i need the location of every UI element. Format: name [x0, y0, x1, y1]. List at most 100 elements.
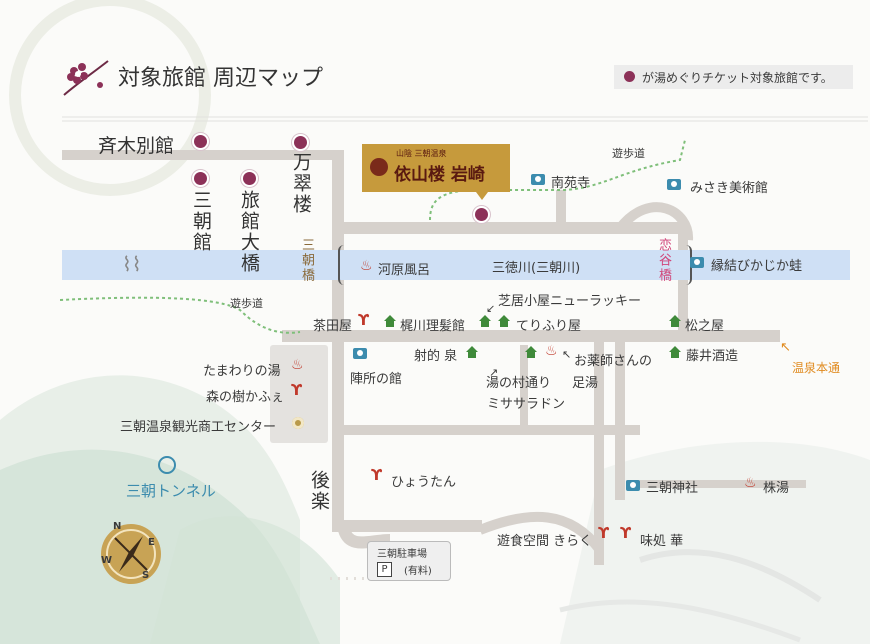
landmark-okusushi[interactable]: お薬師さんの — [574, 354, 653, 369]
compass-w: W — [101, 555, 113, 566]
car-icon — [158, 456, 176, 474]
river-name: 三徳川(三朝川) — [492, 261, 581, 276]
compass-n: N — [113, 521, 122, 532]
ryokan-saiki-label: 斉木別館 — [98, 135, 175, 157]
landmark-kankou-center[interactable]: 三朝温泉観光商工センター — [120, 420, 277, 435]
road — [615, 335, 625, 500]
landmark-tunnel[interactable]: 三朝トンネル — [126, 482, 216, 500]
landmark-misasa-radon[interactable]: ミササラドン — [487, 397, 566, 412]
landmark-kawara-buro[interactable]: 河原風呂 — [378, 263, 431, 278]
onsen-icon: ♨ — [291, 357, 304, 373]
parking-note: (有料) — [404, 566, 432, 577]
street-yunomura: 湯の村通り — [486, 376, 552, 391]
house-icon — [479, 315, 491, 327]
ryokan-iwasaki-dot[interactable] — [475, 208, 488, 221]
shop-fujii-saketen[interactable]: 藤井酒造 — [686, 349, 739, 364]
camera-icon — [667, 179, 681, 190]
road — [678, 230, 688, 340]
shop-matsunoya[interactable]: 松之屋 — [685, 319, 725, 334]
landmark-shibai-goya[interactable]: 芝居小屋ニューラッキー — [498, 294, 642, 309]
road — [332, 520, 482, 532]
iwasaki-signboard[interactable]: 山陰 三朝温泉 依山楼 岩崎 — [362, 144, 510, 192]
landmark-enmusubi[interactable]: 縁結びかじか蛙 — [711, 259, 803, 274]
ryokan-ohashi-dot[interactable] — [243, 172, 256, 185]
arrow-icon: ↙ — [486, 302, 496, 315]
landmark-kabuyu[interactable]: 株湯 — [763, 481, 790, 496]
landmark-misasa-jinja[interactable]: 三朝神社 — [646, 481, 699, 496]
house-icon — [669, 346, 681, 358]
ryokan-misasakan-label: 三朝館 — [190, 190, 212, 253]
ryokan-bansuirou-dot[interactable] — [294, 136, 307, 149]
arrow-icon: ↖ — [562, 348, 572, 361]
compass-icon — [101, 524, 161, 584]
ryokan-misasakan-dot[interactable] — [194, 172, 207, 185]
parking-box[interactable]: 三朝駐車場 P (有料) — [367, 541, 451, 581]
landmark-jinsho[interactable]: 陣所の館 — [350, 372, 403, 387]
arrow-icon: ↗ — [489, 366, 499, 379]
walkway-label-north: 遊歩道 — [612, 147, 645, 160]
landmark-misaki-museum[interactable]: みさき美術館 — [690, 181, 769, 196]
shop-hyoutan[interactable]: ひょうたん — [391, 475, 457, 490]
iwasaki-name: 依山楼 岩崎 — [394, 165, 485, 185]
restaurant-icon: ϒ — [358, 311, 370, 329]
shop-chadaya[interactable]: 茶田屋 — [313, 319, 353, 334]
road — [520, 345, 528, 425]
street-onsen-hondori: 温泉本通 — [792, 361, 841, 375]
camera-icon — [531, 174, 545, 185]
walking-path — [60, 140, 686, 334]
iwasaki-sub-label: 山陰 三朝温泉 — [396, 149, 447, 158]
house-icon — [384, 315, 396, 327]
house-icon — [525, 346, 537, 358]
house-icon — [498, 315, 510, 327]
road — [340, 222, 685, 234]
house-icon — [669, 315, 681, 327]
road — [282, 330, 780, 342]
landmark-morinoki[interactable]: 森の樹かふぇ — [206, 390, 285, 405]
legend-text: が湯めぐりチケット対象旅館です。 — [642, 71, 833, 85]
ryokan-bansuirou-label: 万翠楼 — [290, 152, 312, 215]
road — [594, 335, 604, 565]
road — [340, 425, 640, 435]
camera-icon — [353, 348, 367, 359]
shop-kajikawa[interactable]: 梶川理髪館 — [400, 319, 466, 334]
bridge-misasa: 三朝橋 — [299, 238, 314, 283]
road-curves — [330, 202, 693, 580]
legend-dot-icon — [624, 71, 635, 82]
shop-terifuriya[interactable]: てりふり屋 — [516, 319, 582, 334]
camera-icon — [690, 257, 704, 268]
road — [556, 190, 566, 226]
bridge-koidani: 恋谷橋 — [656, 238, 671, 283]
ryokan-saiki-dot[interactable] — [194, 135, 207, 148]
arrow-icon: ↖ — [780, 340, 791, 355]
plum-blossom-icon — [63, 60, 109, 96]
area-goraku: 後楽 — [308, 470, 330, 512]
iwasaki-crest-icon — [370, 158, 388, 176]
road — [626, 480, 806, 488]
walkway-label-west: 遊歩道 — [230, 297, 263, 310]
house-icon — [466, 346, 478, 358]
shop-ajidokoro[interactable]: 味処 華 — [640, 534, 684, 549]
road — [62, 150, 342, 160]
landmark-ashiyu[interactable]: 足湯 — [572, 376, 599, 391]
legend-box: が湯めぐりチケット対象旅館です。 — [614, 65, 853, 89]
landmark-nanenji[interactable]: 南苑寺 — [551, 176, 591, 191]
onsen-icon: ♨ — [744, 475, 757, 491]
restaurant-icon: ϒ — [371, 466, 383, 484]
landmark-tamawari[interactable]: たまわりの湯 — [203, 364, 281, 379]
parking-name: 三朝駐車場 — [377, 549, 427, 560]
restaurant-icon: ϒ — [291, 381, 303, 399]
map-title: 対象旅館 周辺マップ — [118, 66, 323, 91]
info-icon — [292, 417, 304, 429]
camera-icon — [626, 480, 640, 491]
signboard-pointer — [476, 192, 488, 200]
compass-e: E — [148, 537, 155, 548]
river-wave-icon: ⌇⌇ — [122, 252, 142, 276]
ryokan-ohashi-label: 旅館大橋 — [238, 190, 260, 274]
shop-yushoku[interactable]: 遊食空間 きらく — [497, 534, 593, 549]
river — [62, 250, 850, 280]
shop-shateki[interactable]: 射的 泉 — [414, 349, 458, 364]
parking-icon: P — [377, 562, 392, 577]
restaurant-icon: ϒ — [598, 524, 610, 542]
